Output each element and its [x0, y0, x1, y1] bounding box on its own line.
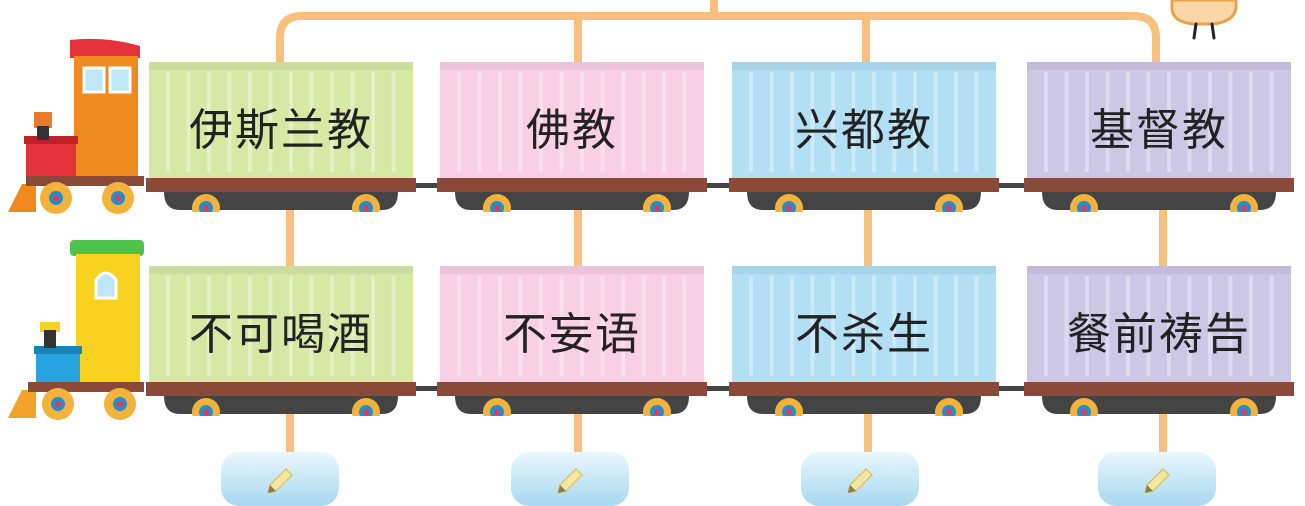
- train-car: 不可喝酒: [146, 266, 416, 416]
- pencil-icon: [847, 467, 874, 493]
- pencil-icon: [557, 467, 584, 493]
- car-label: 不妄语: [503, 309, 641, 360]
- container-art: [437, 266, 707, 416]
- train-car: 基督教: [1024, 62, 1294, 212]
- train-car: 伊斯兰教: [146, 62, 416, 212]
- car-label: 基督教: [1090, 105, 1228, 156]
- container-art: [729, 266, 999, 416]
- container-art: [146, 266, 416, 416]
- car-label: 伊斯兰教: [189, 105, 373, 156]
- car-label: 不杀生: [795, 309, 933, 360]
- container-art: [1024, 62, 1294, 212]
- car-label: 餐前祷告: [1067, 309, 1251, 360]
- answer-box[interactable]: [221, 452, 339, 506]
- train-car: 餐前祷告: [1024, 266, 1294, 416]
- answer-box[interactable]: [801, 452, 919, 506]
- answer-box[interactable]: [1098, 452, 1216, 506]
- pencil-icon: [1144, 467, 1171, 493]
- yellow-train-engine-icon: [8, 240, 144, 420]
- answer-box[interactable]: [511, 452, 629, 506]
- container-art: [729, 62, 999, 212]
- train-car: 不妄语: [437, 266, 707, 416]
- container-art: [146, 62, 416, 212]
- train-car: 兴都教: [729, 62, 999, 212]
- container-art: [437, 62, 707, 212]
- pencil-icon: [267, 467, 294, 493]
- car-label: 不可喝酒: [189, 309, 373, 360]
- car-label: 兴都教: [795, 105, 933, 156]
- train-car: 不杀生: [729, 266, 999, 416]
- car-label: 佛教: [526, 105, 618, 156]
- train-car: 佛教: [437, 62, 707, 212]
- orange-train-engine-icon: [8, 38, 144, 214]
- container-art: [1024, 266, 1294, 416]
